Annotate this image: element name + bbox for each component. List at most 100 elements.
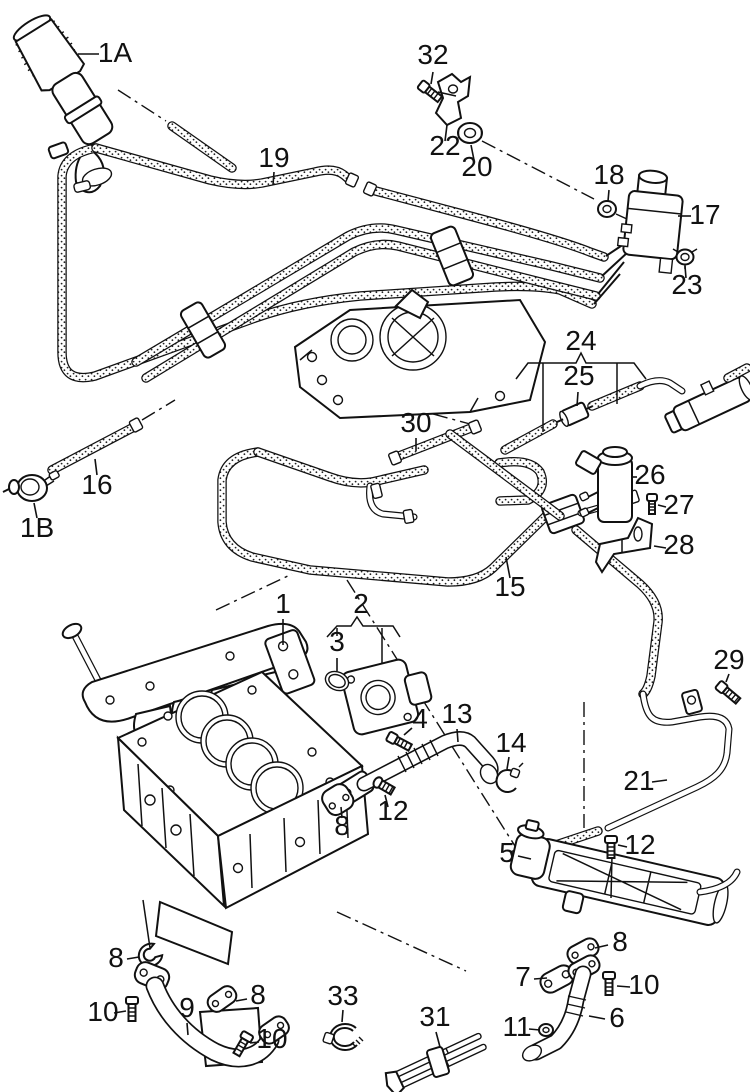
- hose-clamp-33: [322, 1023, 364, 1051]
- part-label-21: 21: [623, 765, 654, 796]
- leader-line-29: [725, 673, 730, 683]
- leader-line-18: [607, 189, 610, 202]
- part-label-22: 22: [429, 130, 460, 161]
- vacuum-hose-16: [47, 417, 144, 475]
- connecting-pipe-6: [521, 954, 601, 1062]
- clamp-14: [495, 762, 524, 794]
- vacuum-hose-pair-upper: [131, 223, 605, 367]
- part-label-3: 3: [329, 626, 345, 657]
- part-label-19: 19: [258, 142, 289, 173]
- leader-line-25: [576, 391, 579, 407]
- part-label-14: 14: [495, 727, 526, 758]
- valve-cover: [293, 288, 547, 420]
- screw-4: [385, 731, 414, 752]
- screw-27: [646, 493, 658, 515]
- leader-line-19: [272, 171, 275, 186]
- part-label-31: 31: [419, 1001, 450, 1032]
- o-ring-3: [324, 670, 350, 692]
- hose-clip-left: [179, 301, 227, 359]
- part-label-1A: 1A: [98, 37, 133, 68]
- hose-24-25: [500, 351, 750, 455]
- leader-line-8d: [235, 998, 248, 1002]
- part-label-11: 11: [502, 1011, 531, 1042]
- leader-line-10c: [249, 1041, 260, 1044]
- check-valve-1b: [2, 470, 60, 502]
- bolt-12-left: [372, 776, 397, 796]
- part-label-17: 17: [689, 199, 720, 230]
- leader-line-32: [430, 71, 434, 85]
- valve-26: [575, 446, 633, 523]
- part-label-13: 13: [441, 698, 472, 729]
- part-label-30: 30: [400, 407, 431, 438]
- leader-line-13: [456, 728, 459, 743]
- bracket-28: [594, 516, 654, 574]
- nut-23: [672, 248, 698, 269]
- air-intake-hose-1a: [12, 14, 114, 194]
- bolt-10-mid: [232, 1030, 254, 1058]
- part-label-24: 24: [565, 325, 596, 356]
- gasket-8-cooler: [566, 937, 600, 965]
- part-label-1: 1: [275, 588, 291, 619]
- part-label-33: 33: [327, 980, 358, 1011]
- bolt-10-right: [602, 971, 616, 996]
- leader-line-33: [341, 1009, 344, 1023]
- leader-line-4: [403, 727, 413, 736]
- leader-line-12a: [384, 794, 389, 808]
- part-label-18: 18: [593, 159, 624, 190]
- grommet-20: [457, 122, 483, 144]
- part-label-23: 23: [671, 269, 702, 300]
- screw-29: [714, 680, 742, 706]
- hose-to-pipe-21: [445, 429, 663, 699]
- part-label-6: 6: [609, 1002, 625, 1033]
- part-label-27: 27: [663, 489, 694, 520]
- solenoid-valve-17: [593, 169, 684, 305]
- leader-line-16: [94, 458, 98, 476]
- leader-line-14: [506, 756, 510, 770]
- grommet-18: [597, 200, 617, 218]
- part-label-8d: 8: [250, 979, 266, 1010]
- part-label-12a: 12: [377, 795, 408, 826]
- hose-end-fittings-top: [344, 172, 378, 197]
- vacuum-hose-to-valve-top: [367, 185, 609, 262]
- leader-line-15: [505, 556, 511, 579]
- exhaust-pipe-9: [133, 961, 290, 1068]
- leader-line-8c: [126, 956, 140, 960]
- part-label-29: 29: [713, 644, 744, 675]
- part-label-25: 25: [563, 360, 594, 391]
- leader-line-8b: [594, 944, 609, 949]
- part-label-8b: 8: [612, 926, 628, 957]
- leader-line-21: [651, 779, 668, 783]
- nut-11: [538, 1023, 554, 1037]
- bolt-10-left: [125, 996, 139, 1022]
- part-label-1B: 1B: [20, 512, 54, 543]
- leader-line-20: [470, 144, 475, 161]
- gasket-8-egr: [321, 783, 355, 817]
- gasket-8-block: [137, 899, 164, 968]
- hose-assembly-15: [217, 447, 640, 587]
- leader-line-8a: [340, 806, 343, 819]
- leader-line-5: [517, 855, 532, 860]
- part-label-10b: 10: [87, 996, 118, 1027]
- part-label-32: 32: [417, 39, 448, 70]
- leader-line-10a: [616, 985, 631, 988]
- leader-line-1B: [33, 502, 38, 519]
- vacuum-hose-19: [91, 143, 356, 190]
- part-label-10a: 10: [628, 969, 659, 1000]
- gasket-8-pipe9: [206, 985, 238, 1013]
- part-label-8c: 8: [108, 942, 124, 973]
- part-label-26: 26: [634, 459, 665, 490]
- part-label-28: 28: [663, 529, 694, 560]
- vacuum-hose-from-1a: [167, 121, 237, 173]
- part-label-9: 9: [179, 992, 195, 1023]
- egr-pipe-13: [335, 731, 499, 806]
- hose-clip-middle: [429, 225, 475, 287]
- leader-line-23: [684, 265, 687, 279]
- leader-line-7: [533, 977, 548, 980]
- part-label-4: 4: [412, 703, 428, 734]
- part-label-20: 20: [461, 151, 492, 182]
- leader-line-22: [444, 124, 448, 142]
- cable-ties-31: [384, 1032, 487, 1092]
- leader-line-6: [588, 1015, 606, 1020]
